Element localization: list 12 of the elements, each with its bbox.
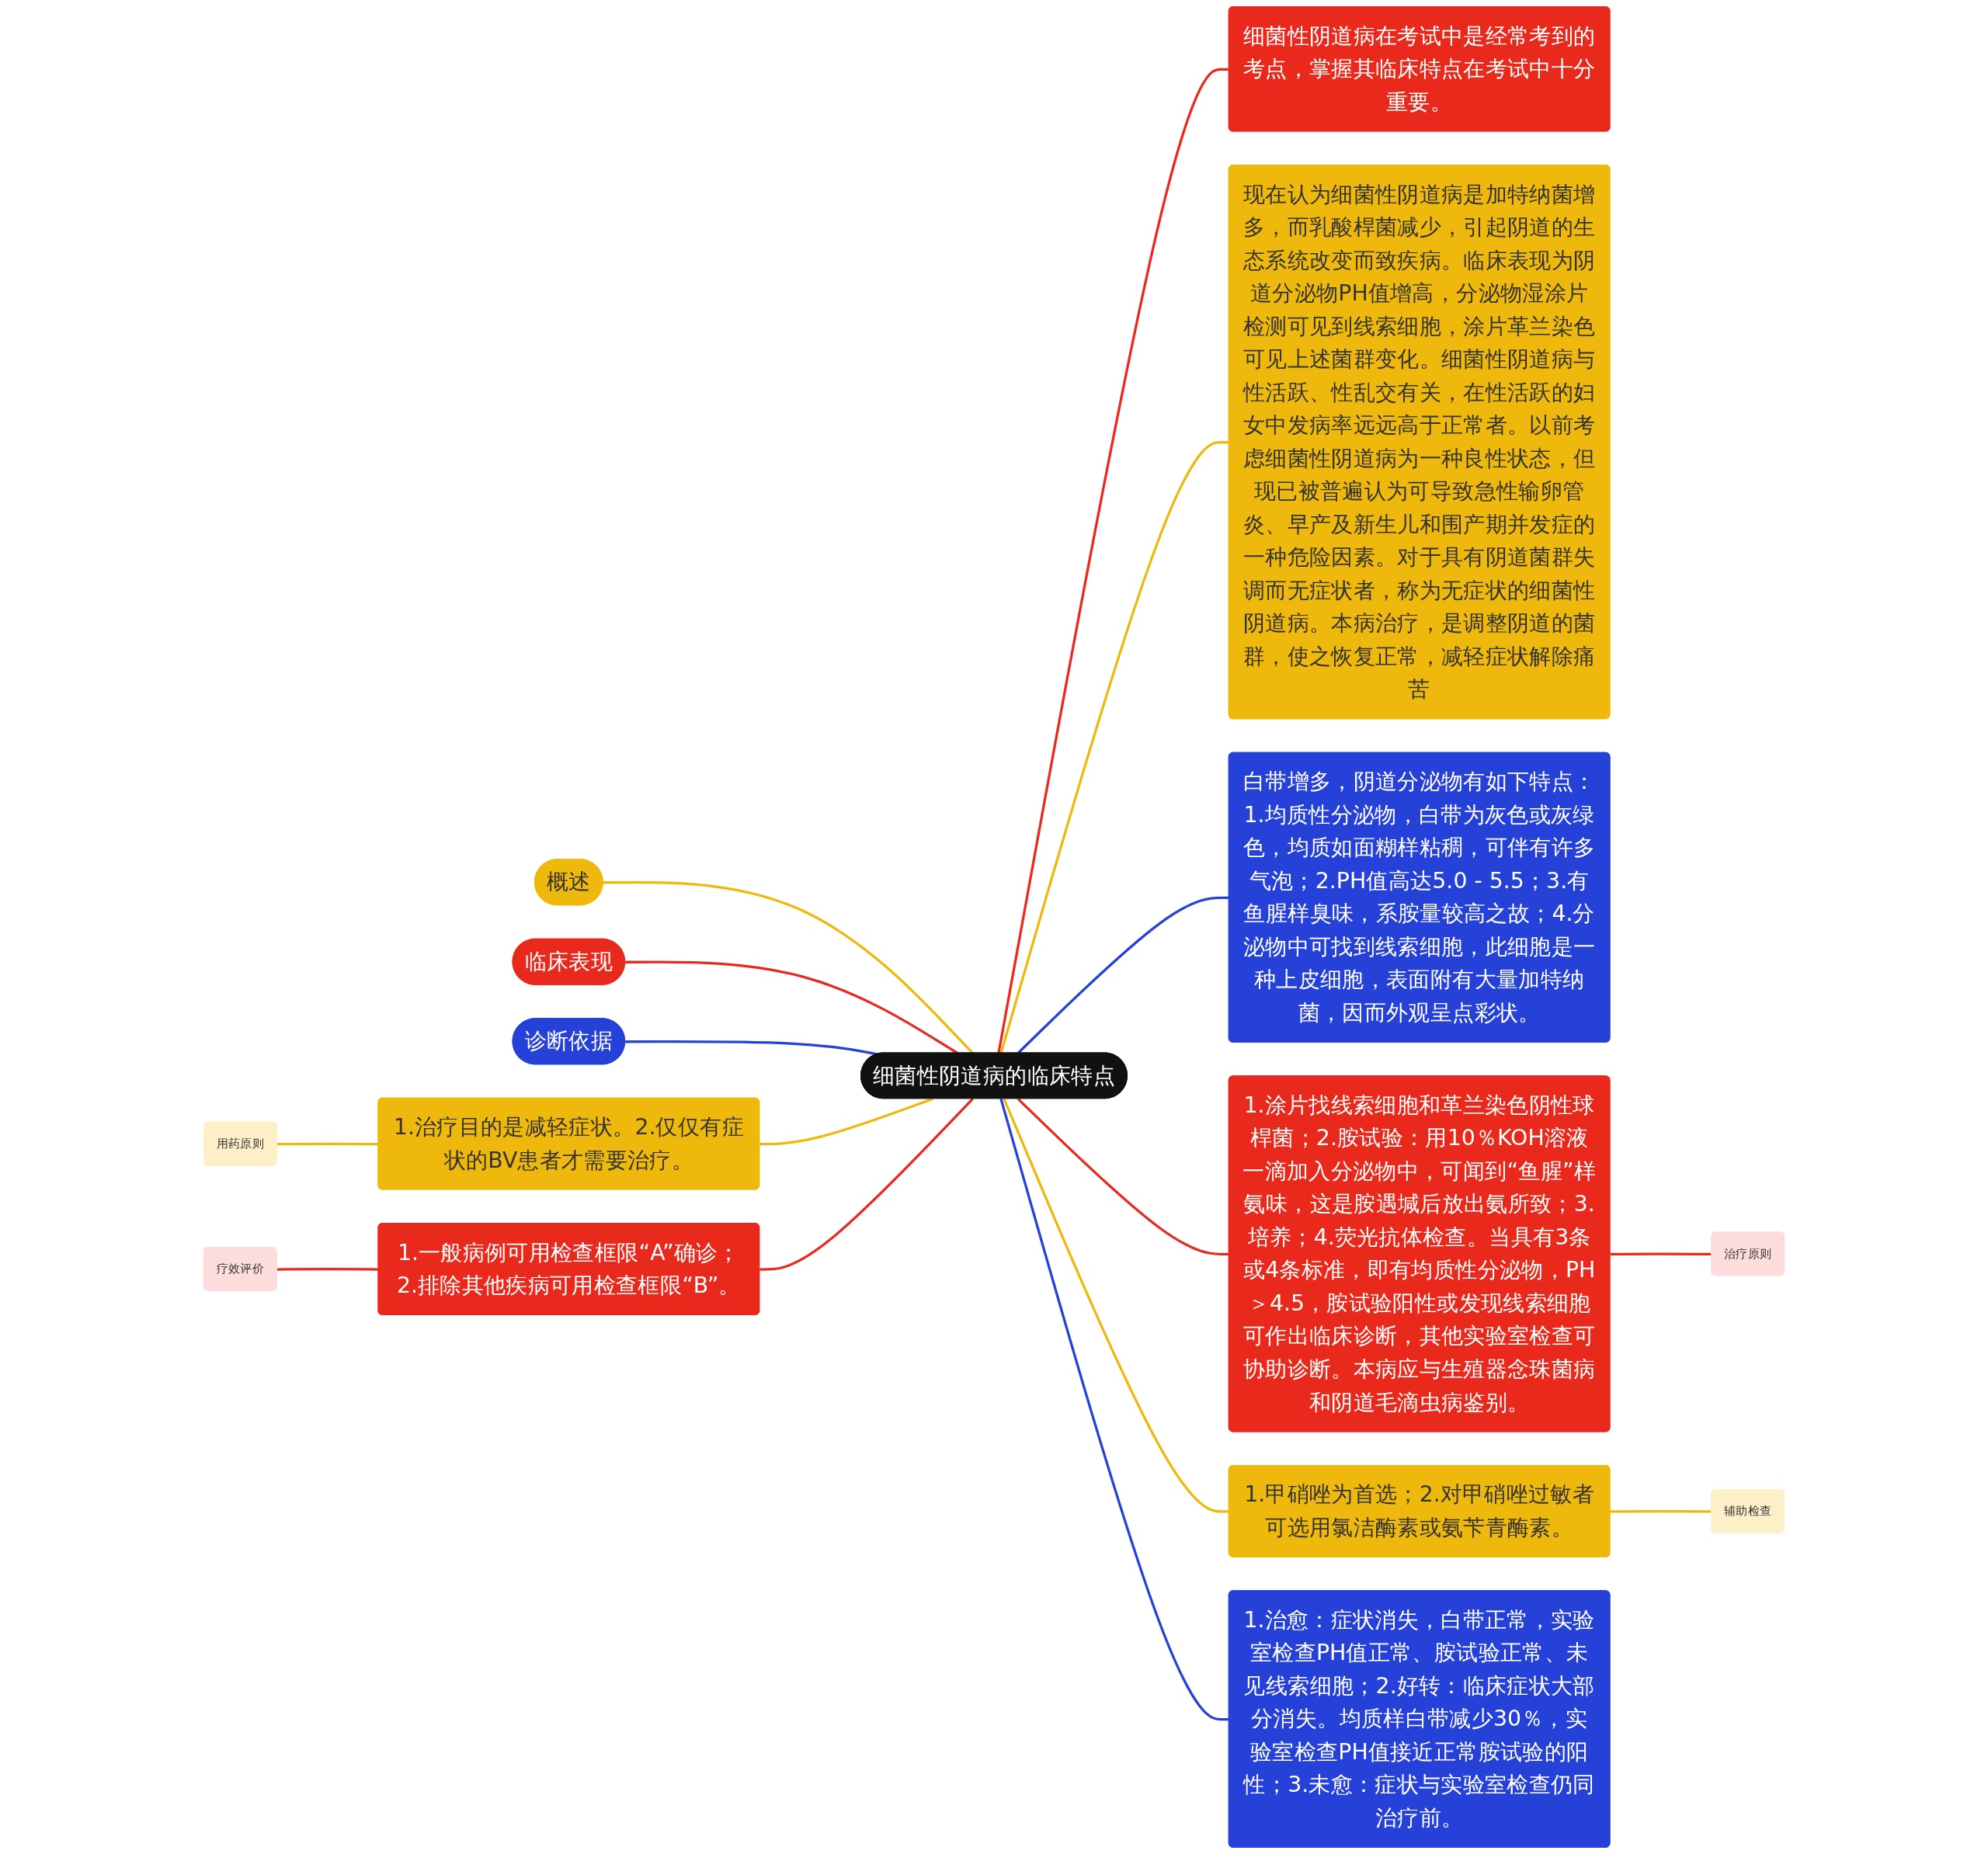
connector — [759, 1098, 974, 1271]
connector — [276, 1142, 379, 1146]
connector — [759, 1097, 933, 1146]
connector — [1003, 1098, 1229, 1513]
connector — [625, 1040, 878, 1056]
connector — [603, 881, 974, 1054]
connector — [999, 1098, 1229, 1721]
connector — [999, 441, 1229, 1054]
connector — [997, 68, 1229, 1054]
connector — [276, 1268, 379, 1271]
connector — [1017, 1098, 1229, 1256]
connector — [625, 960, 958, 1054]
